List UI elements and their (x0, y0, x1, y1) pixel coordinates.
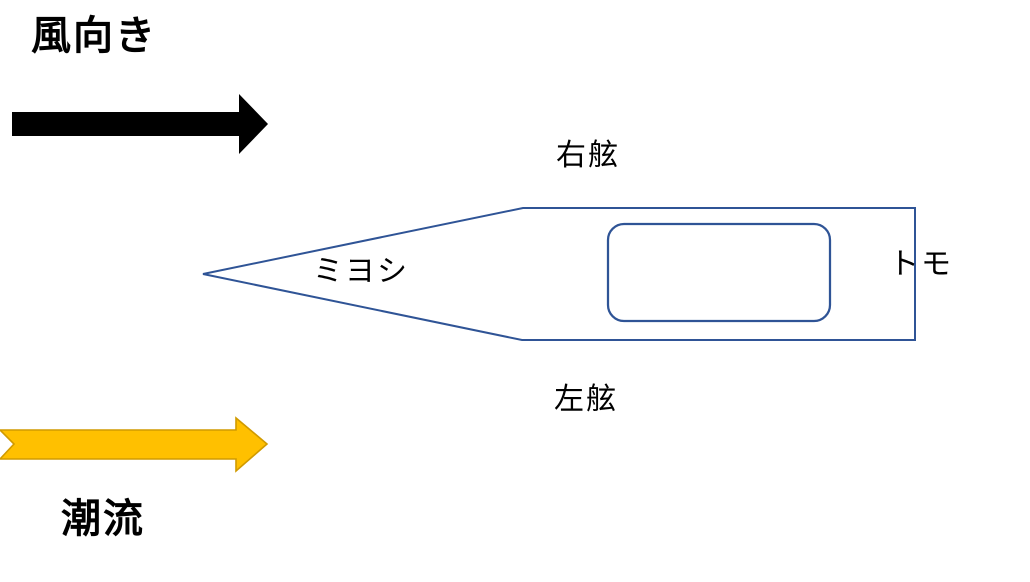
boat-hull-shape (202, 207, 916, 341)
wind-direction-label: 風向き (31, 14, 157, 58)
bow-label: ミヨシ (313, 255, 409, 288)
starboard-label: 右舷 (556, 139, 620, 172)
wind-direction-arrow (12, 94, 268, 154)
tidal-current-label: 潮流 (61, 497, 145, 541)
stern-label: トモ (889, 248, 953, 281)
tidal-current-arrow (0, 416, 269, 473)
boat-cabin-shape (606, 222, 832, 323)
port-label: 左舷 (554, 383, 618, 416)
